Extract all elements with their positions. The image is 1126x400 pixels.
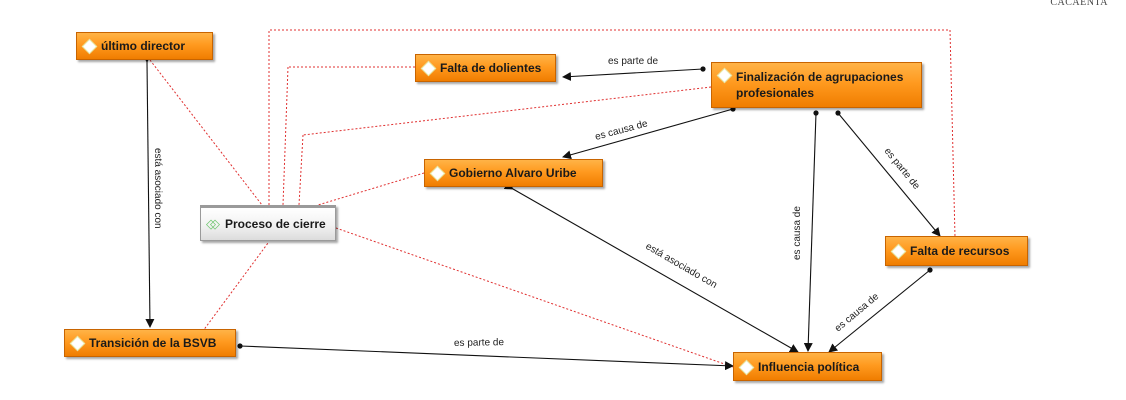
double-diamond-icon: ◇◇	[206, 216, 220, 231]
edge-label-es-causa-de-1: es causa de	[594, 118, 649, 143]
arrow-transicion-to-influencia	[237, 343, 734, 371]
diamond-icon	[429, 165, 446, 182]
dotted-link-gobierno	[317, 172, 425, 206]
corner-text: CACAENTA	[1050, 0, 1108, 8]
node-label: Falta de dolientes	[440, 61, 542, 75]
node-gobierno[interactable]: Gobierno Alvaro Uribe	[424, 159, 603, 187]
edge-label-esta-asociado-con-2: está asociado con	[152, 148, 163, 229]
node-proceso-cierre[interactable]: ◇◇ Proceso de cierre	[200, 205, 336, 241]
dotted-link-transicion	[199, 242, 269, 336]
node-label: Transición de la BSVB	[89, 336, 217, 350]
diamond-icon	[738, 359, 755, 375]
node-label: Falta de recursos	[910, 244, 1010, 258]
arrow-finalizacion-to-dolientes	[562, 66, 706, 82]
dotted-link-influencia	[335, 227, 734, 368]
diamond-icon	[420, 60, 437, 77]
arrow-ultimo-transicion	[142, 53, 155, 328]
edge-label-es-causa-de-3: es causa de	[833, 291, 882, 334]
edge-label-es-parte-de-1: es parte de	[608, 56, 658, 67]
node-label: Finalización de agrupaciones profesional…	[736, 70, 904, 100]
node-label: Gobierno Alvaro Uribe	[449, 166, 577, 180]
dotted-link-ultimo-director	[149, 59, 263, 206]
dotted-link-finalizacion	[302, 86, 712, 136]
node-label: Influencia política	[758, 359, 860, 374]
dotted-links	[149, 29, 956, 368]
diamond-icon	[890, 243, 907, 260]
diamond-icon	[81, 38, 98, 55]
edge-label-esta-asociado-con-1: está asociado con	[644, 241, 719, 291]
diamond-icon	[69, 335, 86, 352]
arrows	[142, 53, 941, 371]
node-finalizacion[interactable]: Finalización de agrupaciones profesional…	[711, 62, 922, 108]
node-transicion[interactable]: Transición de la BSVB	[64, 329, 236, 357]
node-influencia[interactable]: Influencia política	[733, 352, 882, 381]
node-ultimo-director[interactable]: último director	[76, 32, 213, 60]
edge-label-es-causa-de-2: es causa de	[792, 206, 803, 260]
arrow-finalizacion-to-gobierno	[562, 106, 736, 160]
dotted-link-falta-dolientes-drop	[282, 66, 289, 206]
node-falta-recursos[interactable]: Falta de recursos	[885, 236, 1028, 266]
dotted-link-finalizacion-drop	[298, 134, 304, 206]
node-label: Proceso de cierre	[225, 217, 326, 231]
arrow-gobierno-influencia	[503, 181, 799, 353]
edge-label-es-parte-de-2: es parte de	[882, 146, 922, 192]
arrow-recursos-to-influencia	[828, 267, 933, 353]
arrow-finalizacion-to-recursos	[835, 110, 941, 237]
diamond-icon	[716, 67, 733, 84]
node-falta-dolientes[interactable]: Falta de dolientes	[415, 54, 556, 82]
edge-label-es-parte-de-3: es parte de	[454, 337, 505, 349]
arrow-finalizacion-to-influencia	[803, 110, 819, 352]
node-label: último director	[101, 39, 186, 53]
